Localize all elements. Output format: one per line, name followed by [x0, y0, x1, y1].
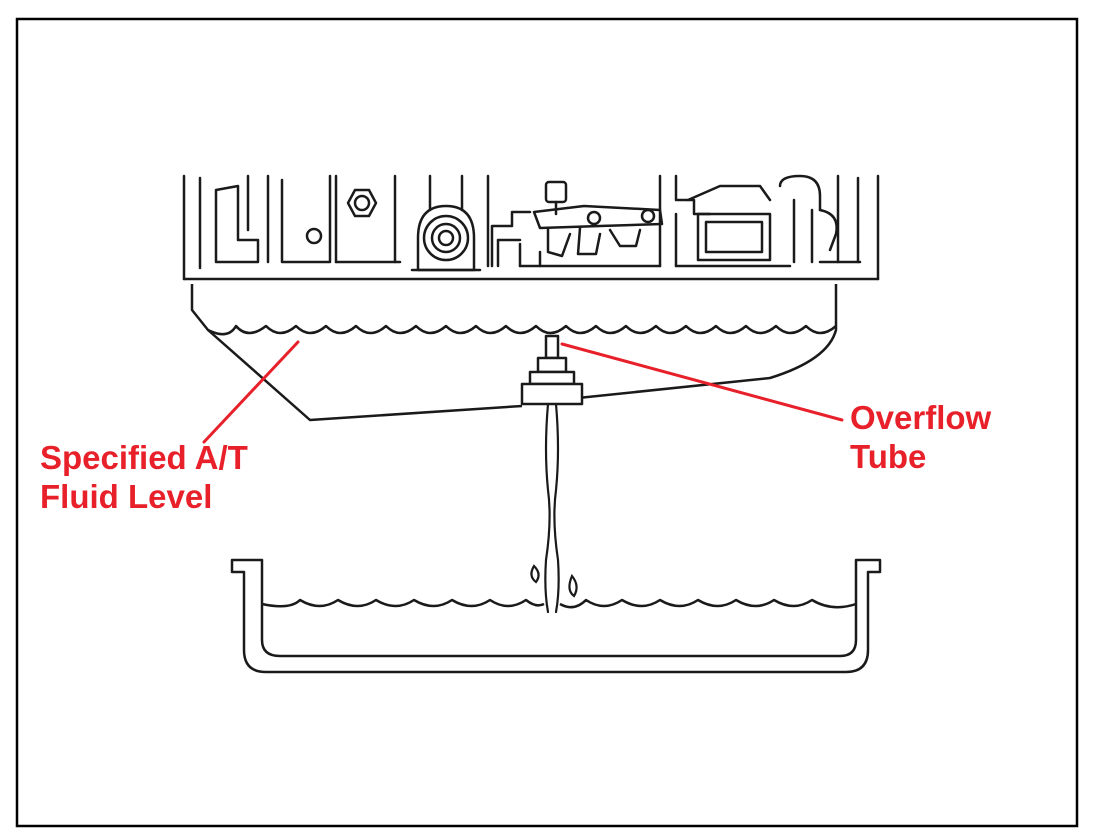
- callout-leader-lines: [202, 340, 844, 444]
- fluid-level-wave: [207, 324, 837, 336]
- transmission-oil-pan-illustration: [190, 284, 838, 422]
- tray-fluid-wave: [261, 598, 857, 609]
- overflow-tube-callout-line2: Tube: [850, 438, 927, 475]
- fluid-level-callout-line2: Fluid Level: [40, 478, 213, 515]
- fluid-level-leader-line: [202, 340, 300, 444]
- overflow-tube-illustration: [520, 334, 584, 406]
- drain-tray-illustration: [230, 558, 882, 674]
- fluid-stream-illustration: [530, 402, 578, 614]
- overflow-tube-callout-line1: Overflow: [850, 399, 992, 436]
- transmission-body-illustration: [182, 174, 880, 281]
- overflow-tube-leader-line: [560, 342, 844, 422]
- fluid-level-callout: Specified A/T Fluid Level: [40, 438, 248, 516]
- overflow-tube-callout: Overflow Tube: [850, 398, 991, 476]
- fluid-level-callout-line1: Specified A/T: [40, 439, 248, 476]
- diagram-border: [15, 17, 1079, 828]
